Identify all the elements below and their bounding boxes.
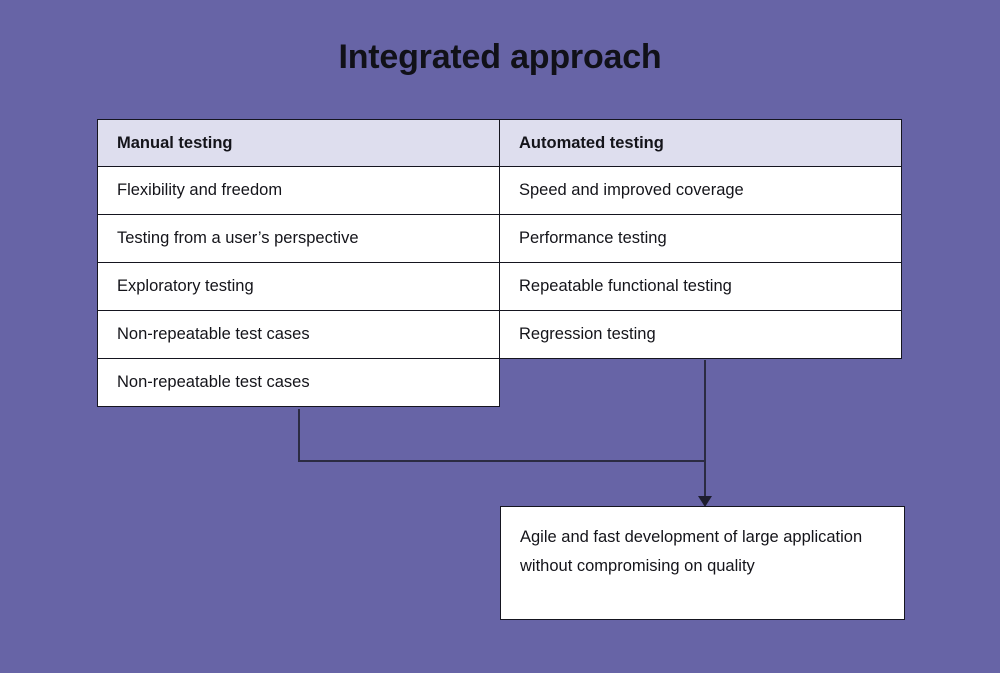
cell-automated-5-empty (499, 358, 902, 407)
table-row: Testing from a user’s perspective Perfor… (97, 214, 903, 263)
outcome-box: Agile and fast development of large appl… (500, 506, 905, 620)
connector-automated-vertical (704, 360, 706, 500)
comparison-table: Manual testing Automated testing Flexibi… (97, 119, 903, 407)
column-header-manual-testing: Manual testing (97, 119, 500, 167)
cell-automated-4: Regression testing (499, 310, 902, 359)
cell-manual-3: Exploratory testing (97, 262, 500, 311)
connector-horizontal-join (298, 460, 706, 462)
cell-manual-4: Non-repeatable test cases (97, 310, 500, 359)
cell-automated-3: Repeatable functional testing (499, 262, 902, 311)
page-title: Integrated approach (338, 38, 662, 76)
table-row: Exploratory testing Repeatable functiona… (97, 262, 903, 311)
table-row: Flexibility and freedom Speed and improv… (97, 166, 903, 215)
table-header-row: Manual testing Automated testing (97, 119, 903, 167)
column-header-automated-testing: Automated testing (499, 119, 902, 167)
arrow-down-icon (698, 496, 712, 507)
cell-automated-1: Speed and improved coverage (499, 166, 902, 215)
cell-automated-2: Performance testing (499, 214, 902, 263)
connector-manual-vertical (298, 409, 300, 462)
cell-manual-5: Non-repeatable test cases (97, 358, 500, 407)
table-row: Non-repeatable test cases (97, 358, 903, 407)
cell-manual-2: Testing from a user’s perspective (97, 214, 500, 263)
table-row: Non-repeatable test cases Regression tes… (97, 310, 903, 359)
cell-manual-1: Flexibility and freedom (97, 166, 500, 215)
